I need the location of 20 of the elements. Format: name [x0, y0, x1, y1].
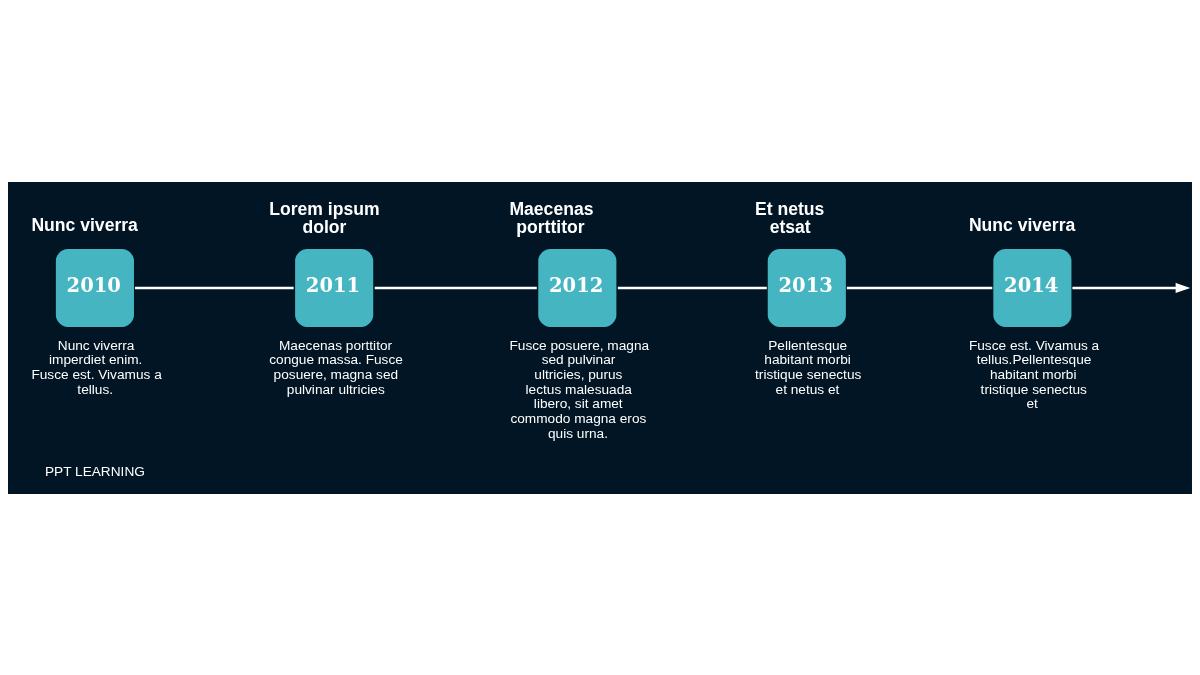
connector: [134, 286, 294, 289]
node-label: Fusce posuere, magna sed pulvinar ultricies, purus lectus malesuada libero, sit amet commodo magna eros quis urna.: [509, 337, 650, 441]
node-label: Nunc viverra imperdiet enim. Fusce est. Vivamus a tellus.: [31, 337, 162, 397]
node-label: Pellentesque habitant morbi tristique senectus et netus et: [755, 337, 862, 397]
node-label: Fusce est. Vivamus a tellus.Pellentesque habitant morbi tristique senectus et: [968, 337, 1100, 411]
node-box: 2010: [55, 248, 134, 327]
node-box: 2011: [295, 248, 374, 327]
node-label: Maecenas porttitor: [509, 198, 594, 237]
node-label: Nunc viverra: [968, 214, 1076, 235]
node-label: Nunc viverra: [31, 214, 138, 235]
connector: [846, 286, 993, 289]
node-box: 2013: [767, 248, 846, 327]
node-box: 2014: [993, 248, 1072, 327]
node-label: Lorem ipsum dolor: [269, 198, 380, 237]
node-label: Et netus etsat: [755, 198, 825, 237]
connector: [617, 286, 767, 289]
node-label: Maecenas porttitor congue massa. Fusce posuere, magna sed pulvinar ultricies: [269, 337, 403, 397]
label: PPT LEARNING: [44, 463, 145, 479]
node-box: 2012: [538, 248, 617, 327]
connector: [374, 286, 537, 289]
